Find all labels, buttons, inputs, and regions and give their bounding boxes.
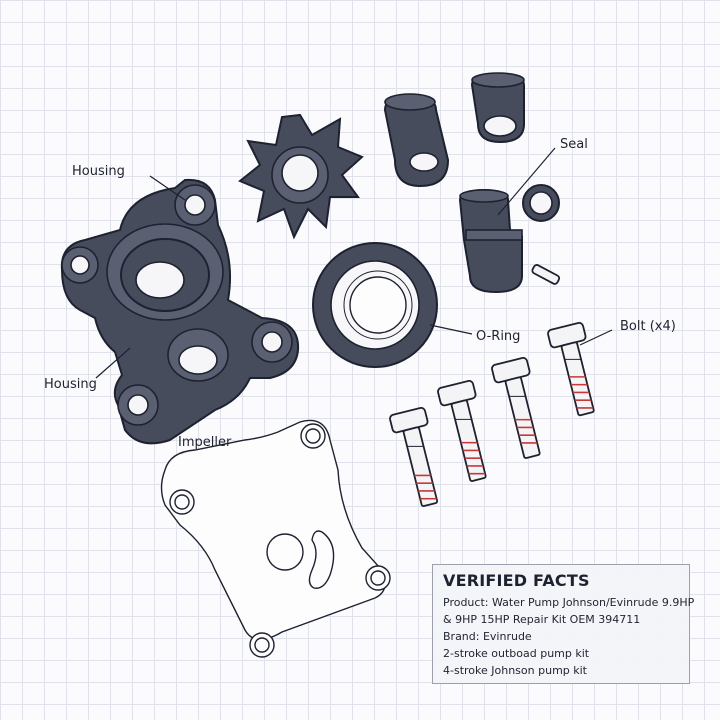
small-ring (522, 184, 560, 222)
seal-part (458, 188, 523, 294)
pin-part (531, 264, 561, 285)
leader-lines (95, 147, 613, 379)
label-housing-left: Housing (44, 377, 97, 392)
fact-line: Brand: Evinrude (443, 630, 532, 643)
bolt-2 (437, 380, 487, 482)
facts-title: VERIFIED FACTS (443, 571, 590, 590)
label-impeller: Impeller (178, 435, 232, 450)
label-o-ring: O-Ring (476, 329, 520, 344)
impeller-part (238, 113, 364, 240)
fact-line: 2-stroke outboad pump kit (443, 647, 590, 660)
seal-cup-left (383, 93, 450, 188)
fact-line: & 9HP 15HP Repair Kit OEM 394711 (443, 613, 641, 626)
fact-line: 4-stroke Johnson pump kit (443, 664, 587, 677)
o-ring-part (312, 242, 438, 368)
verified-facts-panel: VERIFIED FACTS Product: Water Pump Johns… (432, 564, 695, 684)
bolt-4 (547, 322, 595, 417)
bolt-1 (389, 407, 439, 507)
label-bolt: Bolt (x4) (620, 319, 676, 334)
bolt-3 (491, 357, 541, 459)
label-seal: Seal (560, 137, 588, 152)
pump-housing (60, 178, 300, 445)
fact-line: Product: Water Pump Johnson/Evinrude 9.9… (443, 596, 695, 609)
gasket-plate (160, 419, 391, 658)
seal-cup-right (470, 72, 525, 144)
label-housing-top: Housing (72, 164, 125, 179)
